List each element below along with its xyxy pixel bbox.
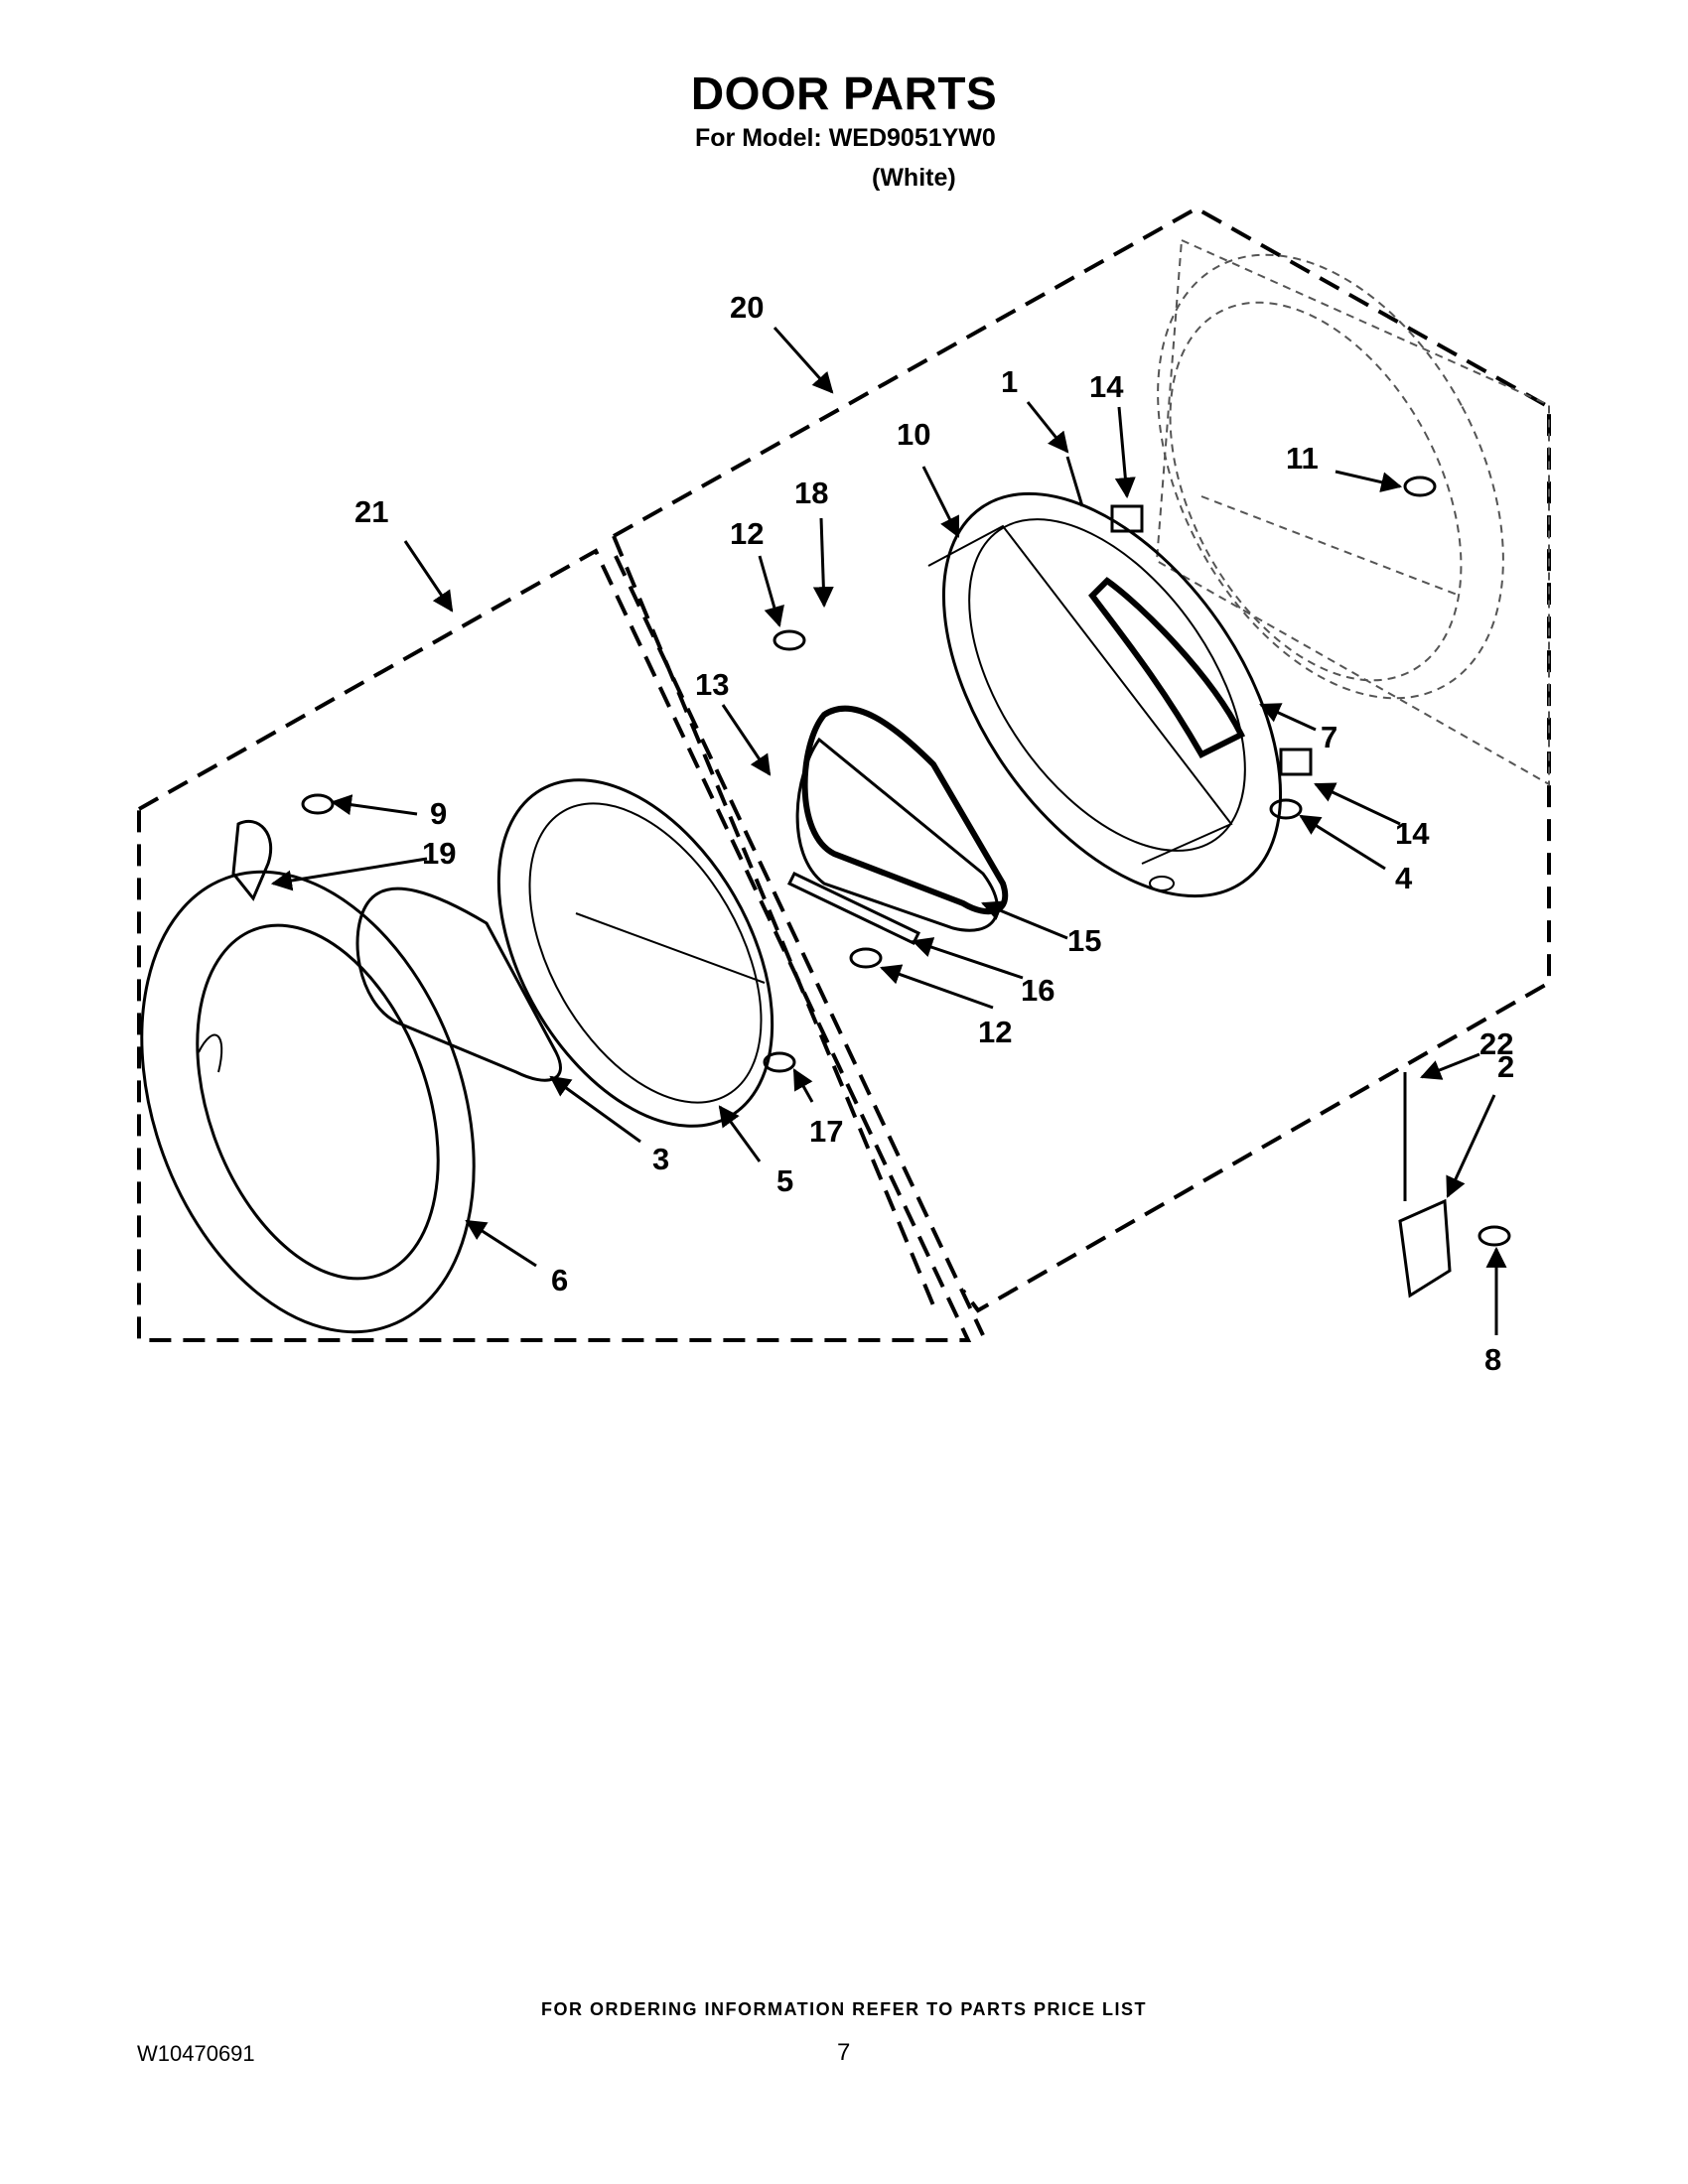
fasteners (301, 456, 1511, 1247)
inner-door-panel (927, 491, 1283, 898)
callout-6: 6 (551, 1263, 568, 1297)
document-number: W10470691 (137, 2041, 255, 2066)
page-title: DOOR PARTS (690, 68, 998, 119)
callout-17: 17 (809, 1114, 843, 1149)
door-strike (1398, 1072, 1452, 1298)
callout-12-bottom: 12 (978, 1015, 1012, 1049)
callout-14-top: 14 (1089, 369, 1124, 404)
callout-18: 18 (794, 476, 828, 510)
callout-12-top: 12 (730, 516, 764, 551)
callout-11: 11 (1286, 441, 1319, 476)
outer-door-ring (140, 870, 476, 1334)
ordering-note: FOR ORDERING INFORMATION REFER TO PARTS … (540, 1999, 1147, 2019)
callout-15: 15 (1067, 923, 1101, 958)
door-glass-bowl (795, 705, 1009, 932)
callout-19: 19 (422, 836, 456, 871)
callout-4: 4 (1395, 861, 1413, 895)
callout-7: 7 (1321, 720, 1337, 754)
callout-22: 22 (1479, 1026, 1513, 1061)
leader-arrows (270, 327, 1507, 1335)
assembly-21-outline (137, 548, 985, 1342)
callout-2: 2 (1497, 1049, 1514, 1084)
exploded-parts-diagram: 20 1 14 10 18 12 11 21 13 9 19 7 14 4 15… (137, 205, 1551, 1377)
callout-3: 3 (652, 1142, 669, 1176)
callout-10: 10 (897, 417, 930, 452)
door-handle-bracket (231, 819, 273, 901)
assembly-20-outline (612, 205, 1551, 1313)
callout-14-right: 14 (1395, 816, 1430, 851)
model-label: For Model: WED9051YW0 (695, 124, 996, 152)
callout-16: 16 (1021, 973, 1055, 1008)
callout-5: 5 (776, 1163, 793, 1198)
door-gasket (355, 887, 562, 1082)
callout-21: 21 (354, 494, 388, 529)
callout-8: 8 (1484, 1342, 1501, 1377)
callout-13: 13 (695, 667, 729, 702)
inner-door-frame (496, 778, 774, 1128)
page-number: 7 (837, 2039, 851, 2066)
callout-1: 1 (1001, 364, 1018, 399)
callout-9: 9 (430, 796, 447, 831)
cabinet-front-panel (1155, 238, 1550, 786)
callout-labels: 20 1 14 10 18 12 11 21 13 9 19 7 14 4 15… (354, 290, 1514, 1377)
callout-20: 20 (730, 290, 764, 325)
color-label: (White) (872, 164, 956, 192)
